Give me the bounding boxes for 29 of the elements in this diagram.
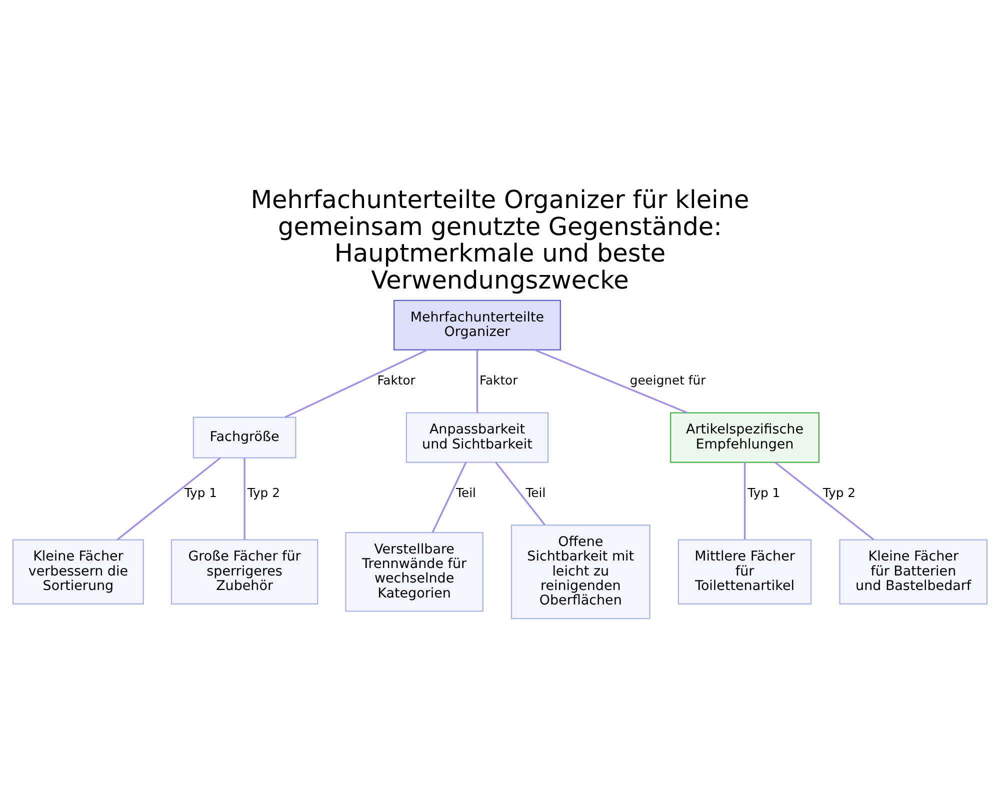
edge-label: Teil	[456, 486, 476, 500]
edge-label: Typ 1	[184, 486, 218, 500]
connector	[116, 457, 221, 540]
connector	[284, 349, 428, 418]
node-box: Anpassbarkeit und Sichtbarkeit	[406, 412, 549, 463]
node-box: Mittlere Fächer für Toilettenartikel	[678, 539, 812, 604]
connector	[244, 458, 246, 540]
connector	[495, 462, 546, 526]
connector	[476, 350, 478, 413]
edge-label: Faktor	[479, 373, 518, 388]
edge-label: Faktor	[377, 373, 416, 388]
node-box: Mehrfachunterteilte Organizer	[394, 300, 561, 350]
edge-label: Typ 2	[822, 486, 856, 500]
node-box: Verstellbare Trennwände für wechselnde Kategorien	[345, 532, 484, 612]
node-box: Offene Sichtbarkeit mit leicht zu reinigenden Oberflächen	[510, 524, 650, 620]
connector	[534, 349, 688, 414]
connector	[432, 462, 467, 533]
node-box: Große Fächer für sperrigeres Zubehör	[170, 539, 318, 604]
diagram-title: Mehrfachunterteilte Organizer für kleine gemeinsam genutzte Gegenstände: Hauptmerkmale und beste Verwendungszwecke	[250, 184, 750, 295]
node-box: Fachgröße	[192, 416, 296, 458]
node-box: Artikelspezifische Empfehlungen	[670, 412, 820, 463]
edge-label: Typ 1	[748, 486, 780, 500]
edge-label: Teil	[526, 486, 546, 500]
connector	[774, 462, 874, 540]
edge-label: Typ 2	[247, 486, 280, 500]
connector	[744, 462, 746, 540]
edge-label: geeignet für	[630, 373, 706, 388]
node-box: Kleine Fächer für Batterien und Bastelbedarf	[839, 539, 988, 604]
node-box: Kleine Fächer verbessern die Sortierung	[12, 539, 144, 604]
